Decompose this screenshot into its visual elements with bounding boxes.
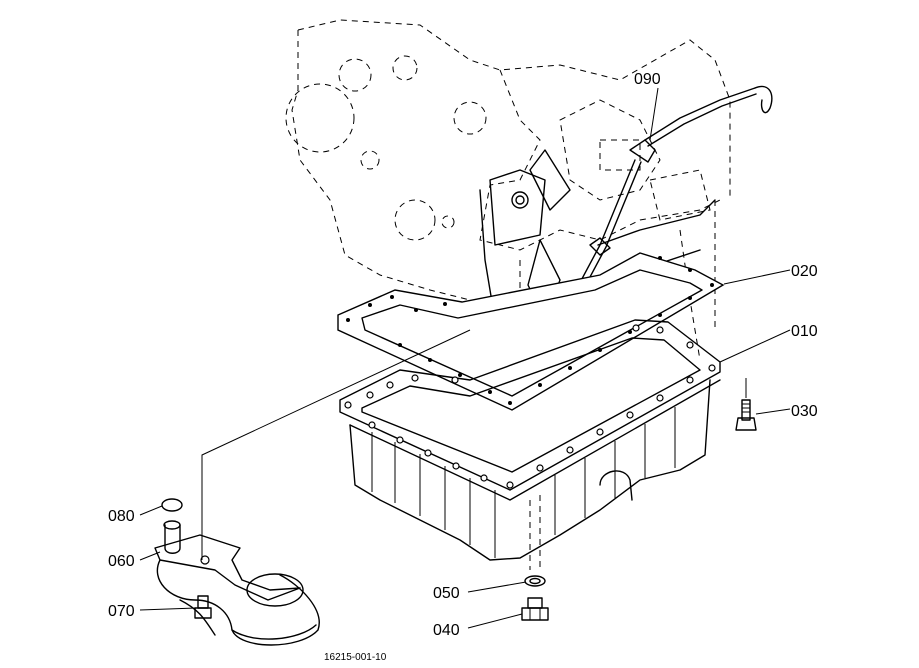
oil-pan-010 (339, 319, 721, 570)
label-070: 070 (108, 603, 135, 620)
label-090: 090 (634, 71, 661, 88)
bolt-030 (735, 378, 757, 431)
label-040: 040 (433, 622, 460, 639)
part-labels: 090 020 010 030 050 040 080 060 070 (108, 71, 818, 639)
drain-plug-040 (521, 597, 549, 621)
drawing-number: 16215-001-10 (324, 652, 387, 663)
o-ring-080 (161, 498, 183, 512)
label-030: 030 (791, 403, 818, 420)
oil-strainer-060 (154, 520, 320, 646)
drain-washer-050 (524, 575, 546, 587)
label-010: 010 (791, 323, 818, 340)
label-080: 080 (108, 508, 135, 525)
bolt-070 (194, 595, 212, 619)
label-050: 050 (433, 585, 460, 602)
gasket-020 (337, 252, 725, 411)
leader-lines (139, 87, 791, 629)
label-060: 060 (108, 553, 135, 570)
dipstick-090 (559, 85, 773, 323)
pan-bolt-holes (344, 324, 716, 489)
strainer-mount-line (201, 329, 471, 560)
label-020: 020 (791, 263, 818, 280)
